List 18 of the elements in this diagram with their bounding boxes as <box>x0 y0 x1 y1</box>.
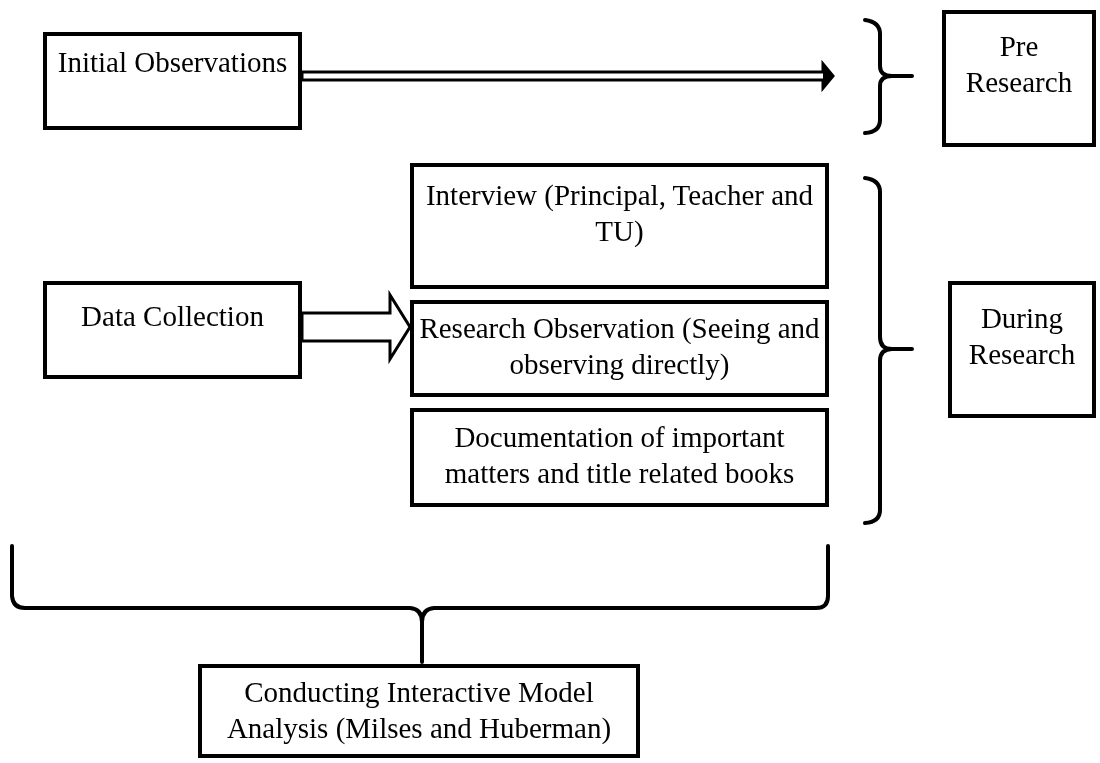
text-box <box>43 32 302 130</box>
box-label: Conducting Interactive Model Analysis (Milses and Huberman) <box>225 675 613 746</box>
text-box <box>410 408 829 507</box>
text-box <box>948 281 1096 418</box>
box-label: Data Collection <box>80 299 265 334</box>
text-box <box>410 300 829 397</box>
box-label: Initial Observations <box>56 45 289 80</box>
block-arrow <box>300 59 835 93</box>
block-arrow <box>300 289 412 365</box>
text-box <box>43 281 302 379</box>
text-box <box>198 664 640 758</box>
box-label: Documentation of important matters and title related books <box>443 420 796 491</box>
box-label: Interview (Principal, Teacher and TU) <box>424 178 815 249</box>
box-label: Pre Research <box>964 29 1074 100</box>
text-box <box>942 10 1096 147</box>
box-label: Research Observation (Seeing and observing directly) <box>418 311 821 382</box>
box-label: During Research <box>967 301 1077 372</box>
text-box <box>410 163 829 289</box>
